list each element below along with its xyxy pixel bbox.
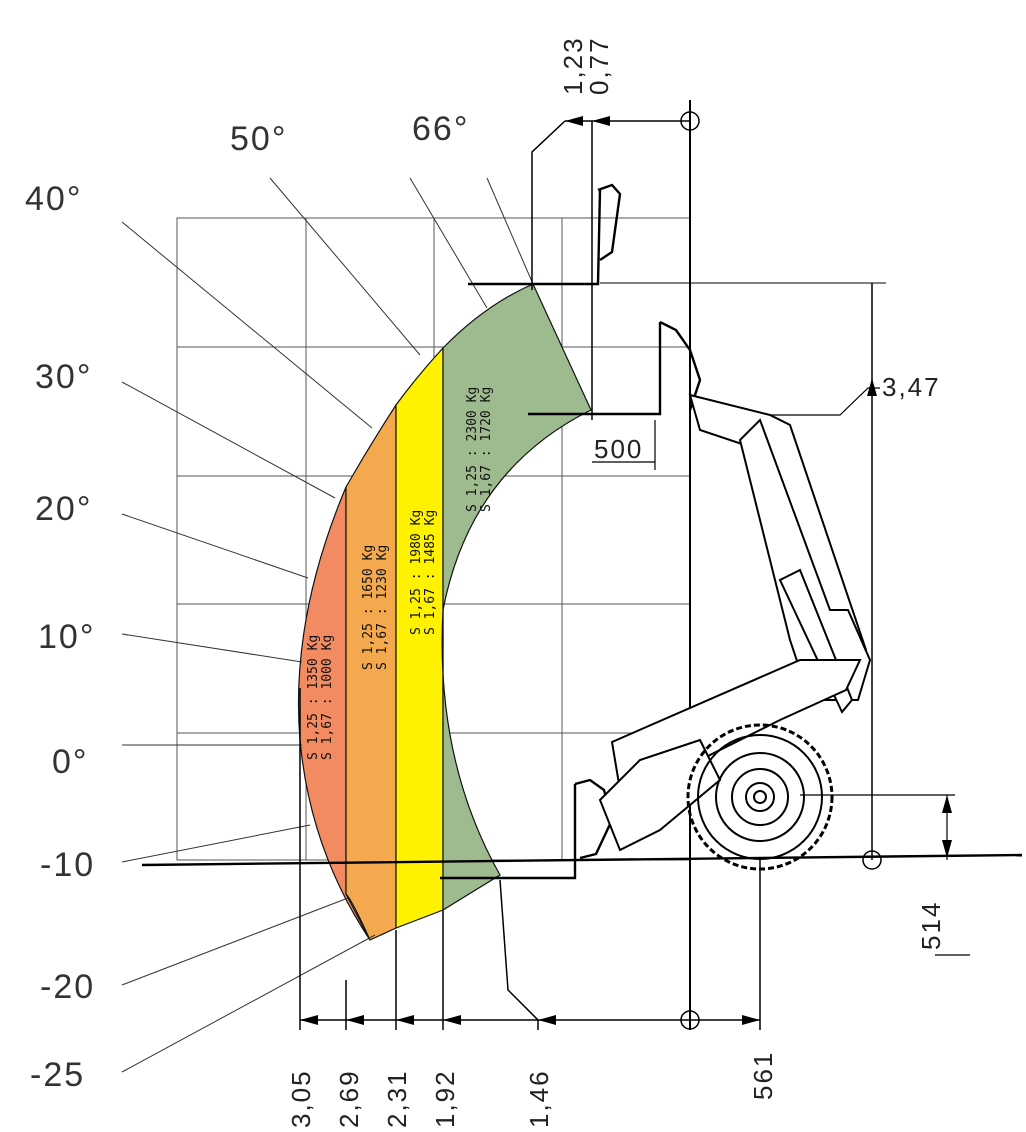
dim-514: 514 (916, 901, 946, 950)
zone-1650kg (345, 402, 397, 941)
dim-2-31: 2,31 (382, 1069, 412, 1128)
dim-3-47: 3,47 (882, 372, 941, 402)
wheel-height-arrow-bottom (942, 840, 952, 858)
boom-arm (738, 418, 872, 701)
angle-minus-10: -10 (40, 846, 95, 884)
angle-50: 50° (230, 120, 287, 158)
load-zones (297, 283, 592, 941)
wheel-height-arrow-top (942, 795, 952, 813)
zone-4-line1: S 1,25 : 2300 Kg (465, 387, 480, 512)
angle-0: 0° (52, 743, 89, 781)
dim-1-92: 1,92 (430, 1069, 460, 1128)
zone-1980kg (395, 346, 444, 929)
angle-minus-20: -20 (40, 968, 95, 1006)
top-dimension-arrows (565, 116, 610, 126)
angle-10: 10° (38, 618, 95, 656)
angle-leaders (121, 177, 534, 1073)
zone-3-line1: S 1,25 : 1980 Kg (409, 510, 424, 635)
dim-1-23: 1,23 (558, 36, 588, 95)
bottom-dimension-arrows (300, 1015, 760, 1025)
zone-1-line2: S 1,67 : 1000 Kg (320, 635, 335, 760)
dim-561: 561 (748, 1051, 778, 1100)
dim-3-05: 3,05 (286, 1069, 316, 1128)
angle-30: 30° (35, 358, 92, 396)
top-dimensions (531, 120, 690, 420)
fork-top (468, 189, 602, 286)
zone-2300kg (441, 283, 592, 912)
angle-20: 20° (35, 490, 92, 528)
bottom-dimensions (299, 688, 761, 1030)
fork-length-dimension (592, 420, 656, 470)
dim-1-46: 1,46 (524, 1069, 554, 1128)
angle-40: 40° (25, 180, 82, 218)
zone-3-line2: S 1,67 : 1485 Kg (423, 510, 438, 635)
height-arrow (867, 378, 877, 396)
angle-labels: 66° 50° 40° 30° 20° 10° 0° -10 -20 -25 (25, 110, 469, 1094)
zone-4-line2: S 1,67 : 1720 Kg (479, 387, 494, 512)
wheel (686, 723, 834, 871)
top-dimension-labels: 1,23 0,77 (558, 36, 614, 95)
angle-66: 66° (412, 110, 469, 148)
fork-bottom (440, 784, 577, 880)
zone-captions: S 1,25 : 1350 Kg S 1,67 : 1000 Kg S 1,25… (306, 387, 494, 760)
dim-2-69: 2,69 (334, 1069, 364, 1128)
fork-middle (528, 322, 662, 416)
zone-2-line2: S 1,67 : 1230 Kg (375, 545, 390, 670)
machine (598, 393, 872, 852)
reference-lines (141, 100, 1023, 1030)
dim-0-77: 0,77 (584, 36, 614, 95)
zone-2-line1: S 1,25 : 1650 Kg (361, 545, 376, 670)
dim-500: 500 (594, 434, 643, 464)
angle-minus-25: -25 (30, 1056, 85, 1094)
zone-1-line1: S 1,25 : 1350 Kg (306, 635, 321, 760)
height-dimension (770, 387, 880, 416)
bottom-dimension-labels: 3,05 2,69 2,31 1,92 1,46 561 (286, 1051, 778, 1128)
